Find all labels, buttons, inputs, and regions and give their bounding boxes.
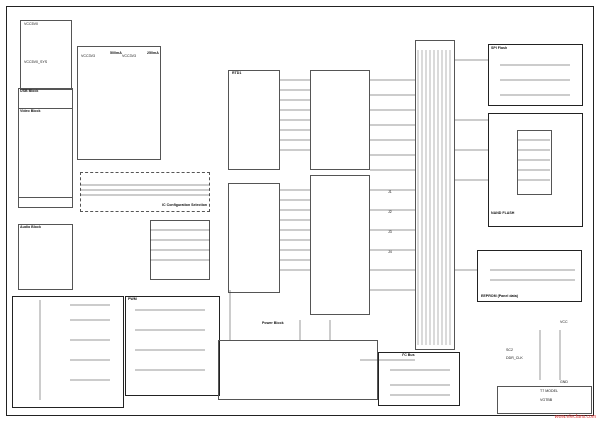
sheet-border xyxy=(6,6,594,416)
power-label-2: VCC5V0_SYS xyxy=(24,60,48,64)
lower-center-block xyxy=(228,183,280,293)
watermark: www.elecfans.com xyxy=(554,414,596,420)
bottom-label-3: GND xyxy=(560,380,568,384)
main-soc-block xyxy=(228,70,280,170)
ip-title: I²C Bus xyxy=(402,353,415,357)
connector-j3: J3 xyxy=(388,230,392,234)
bottom-mid-block xyxy=(125,296,220,396)
board-sub: VGTBB xyxy=(540,398,553,402)
audio-block xyxy=(18,224,73,290)
board-title: T7 MODEL xyxy=(540,389,558,393)
pin-block-center-low xyxy=(310,175,370,315)
power-label-4: VCC3V3 xyxy=(122,54,136,58)
nand-title: NAND FLASH xyxy=(491,211,515,215)
eeprom-block xyxy=(477,250,582,302)
audio-block-title: Audio Block xyxy=(20,225,41,229)
current-label-2: 250mA xyxy=(147,51,159,55)
long-connector xyxy=(415,40,455,350)
connector-j1: J1 xyxy=(388,190,392,194)
title-block xyxy=(497,386,592,414)
power-block-title: Power Block xyxy=(262,321,284,325)
connector-j2: J2 xyxy=(388,210,392,214)
ic-config-title: IC Configuration Selection xyxy=(162,203,208,207)
bottom-label-1: SC2 xyxy=(506,348,513,352)
eeprom-title: EEPROM (Panel data) xyxy=(481,294,518,298)
pwm-title: PWM xyxy=(128,297,137,301)
power-label-1: VCC5V0 xyxy=(24,22,38,26)
ic-config-block xyxy=(80,172,210,212)
regulator-block xyxy=(77,46,161,160)
video-block-title: Video Block xyxy=(20,109,41,113)
nand-block xyxy=(488,113,583,227)
current-label-1: 500mA xyxy=(110,51,122,55)
bottom-left-block xyxy=(12,296,124,408)
connector-j4: J4 xyxy=(388,250,392,254)
power-block-small xyxy=(20,20,72,90)
main-soc-title: RTD1 xyxy=(232,71,242,75)
bottom-label-2: VCC xyxy=(560,320,568,324)
bottom-label-4: DDR_CLK xyxy=(506,356,523,360)
video-block xyxy=(18,108,73,208)
usb-block-title: USB Block xyxy=(20,89,39,93)
nand-chip xyxy=(517,130,552,195)
pin-block-center xyxy=(310,70,370,170)
right-top-title: SPI Flash xyxy=(491,46,508,50)
power-block-bottom xyxy=(218,340,378,400)
power-label-3: VCC3V3 xyxy=(81,54,95,58)
ip-block xyxy=(378,352,460,406)
right-top-block xyxy=(488,44,583,106)
